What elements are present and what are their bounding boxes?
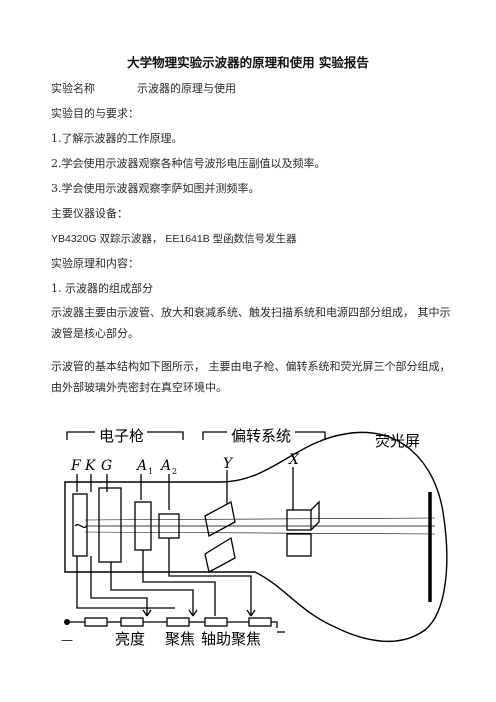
label-screen: 荧光屏	[375, 432, 420, 450]
purpose-item-1: 1.了解示波器的工作原理。	[51, 132, 183, 145]
purpose-item-2: 2.学会使用示波器观察各种信号波形电压副值以及频率。	[51, 157, 326, 170]
plate-y-label: Y	[223, 456, 234, 472]
label-deflection-system: 偏转系统	[231, 427, 291, 445]
crt-diagram: 电子枪 偏转系统 荧光屏 F K G A 1 A 2 Y X 亮度 聚焦 轴助聚…	[61, 427, 448, 648]
control-brightness: 亮度	[115, 630, 145, 648]
minus-sign: —	[61, 633, 73, 647]
electrode-f: F	[70, 458, 82, 474]
purpose-item-3: 3.学会使用示波器观察李萨如图并测频率。	[51, 182, 260, 195]
experiment-name-label: 实验名称	[51, 82, 95, 95]
crt-structure-figure: 电子枪 偏转系统 荧光屏 F K G A 1 A 2 Y X 亮度 聚焦 轴助聚…	[55, 422, 460, 652]
electrode-a1: A	[135, 458, 147, 474]
purpose-heading: 实验目的与要求：	[51, 107, 139, 120]
control-focus: 聚焦	[165, 630, 195, 648]
control-aux-focus: 轴助聚焦	[201, 630, 261, 648]
electrode-a2: A	[159, 458, 171, 474]
paragraph-structure: 示波管的基本结构如下图所示， 主要由电子枪、偏转系统和荧光屏三个部分组成， 由外…	[51, 360, 451, 394]
section1-heading: 1. 示波器的组成部分	[51, 282, 153, 295]
electrode-a1-subscript: 1	[148, 467, 153, 476]
equipment-text: YB4320G 双踪示波器， EE1641B 型函数信号发生器	[51, 233, 297, 245]
terminal-dot	[64, 619, 70, 625]
paragraph-composition: 示波器主要由示波管、放大和衰减系统、触发扫描系统和电源四部分组成， 其中示波管是…	[51, 306, 451, 340]
experiment-name-value: 示波器的原理与使用	[137, 82, 236, 95]
plate-x-label: X	[288, 452, 300, 468]
electrode-k: K	[84, 458, 97, 474]
page-title: 大学物理实验示波器的原理和使用 实验报告	[127, 55, 369, 70]
electrode-a2-subscript: 2	[172, 467, 177, 476]
experiment-name-row: 实验名称	[51, 82, 95, 96]
equipment-heading: 主要仪器设备：	[51, 207, 128, 220]
label-electron-gun: 电子枪	[99, 427, 144, 445]
principle-heading: 实验原理和内容：	[51, 257, 139, 270]
electrode-g: G	[101, 458, 112, 474]
